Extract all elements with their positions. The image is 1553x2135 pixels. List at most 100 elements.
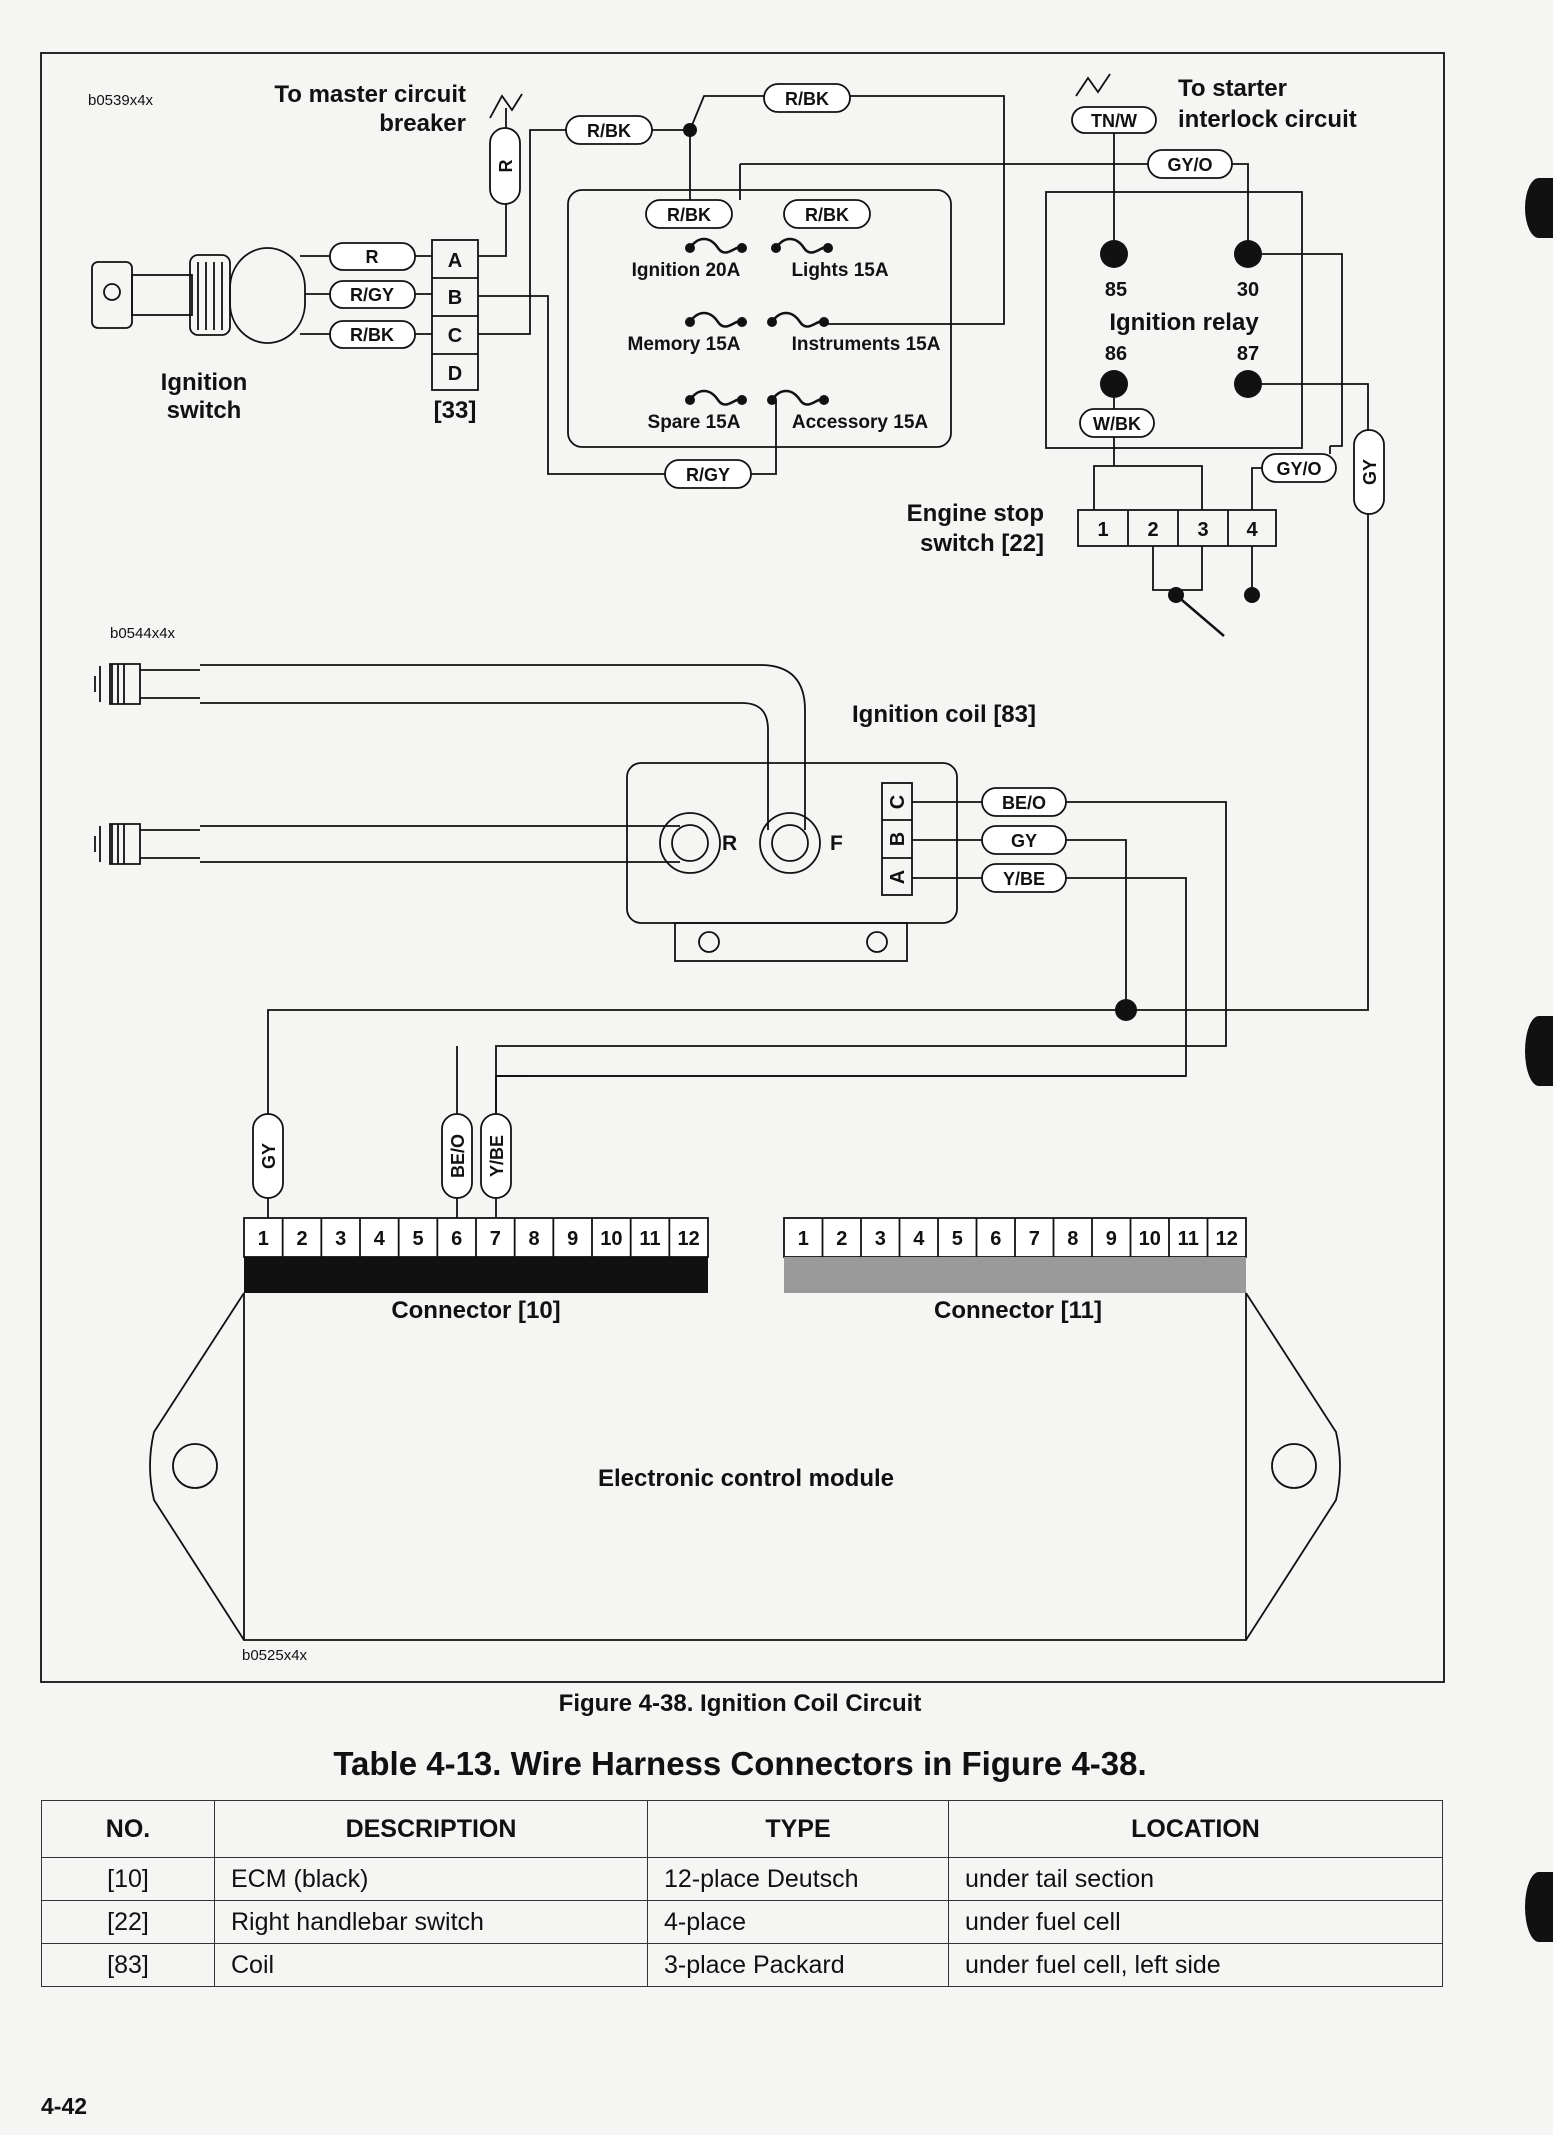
table-cell: [22] (41, 1900, 215, 1944)
table-cell: ECM (black) (214, 1857, 648, 1901)
ecm-label: Electronic control module (598, 1465, 894, 1492)
connector-pin-number: 9 (1106, 1228, 1117, 1250)
binding-tab (1525, 1016, 1553, 1086)
fuse-label: Spare 15A (648, 412, 741, 433)
column-header: TYPE (647, 1800, 949, 1858)
fuse-label: Ignition 20A (632, 260, 741, 281)
connector-10-body (244, 1257, 708, 1293)
fuse-icon (767, 389, 829, 406)
wire-label: R/GY (686, 465, 730, 485)
engine-stop-label: switch [22] (920, 530, 1044, 557)
binding-tab (1525, 1872, 1553, 1942)
fuse-label: Instruments 15A (792, 334, 941, 355)
wire-label: GY/O (1167, 155, 1212, 175)
connector-pin-number: 2 (296, 1228, 307, 1250)
fuse-label: Memory 15A (628, 334, 741, 355)
engine-stop-label: Engine stop (907, 500, 1044, 527)
table-cell: 3-place Packard (647, 1943, 949, 1987)
connector-pin-number: 7 (1029, 1228, 1040, 1250)
binding-tab (1525, 178, 1553, 238)
svg-text:A: A (448, 250, 462, 272)
wire-label: R/BK (785, 89, 829, 109)
svg-text:86: 86 (1105, 343, 1127, 365)
table-cell: Coil (214, 1943, 648, 1987)
wire-label: W/BK (1093, 414, 1141, 434)
coil-terminal-f: F (830, 832, 843, 855)
figure-frame (40, 52, 1445, 1683)
master-breaker-label: To master circuit (274, 81, 466, 108)
break-mark (489, 93, 523, 119)
coil-terminal-r: R (722, 832, 737, 855)
table-cell: under tail section (948, 1857, 1443, 1901)
relay-terminal (1100, 240, 1128, 268)
connector-pin-number: 1 (258, 1228, 269, 1250)
connector-pin-number: 5 (952, 1228, 963, 1250)
wire-label: R/BK (667, 205, 711, 225)
starter-interlock-label: interlock circuit (1178, 106, 1357, 133)
svg-text:4: 4 (1246, 519, 1258, 541)
ignition-switch-label: switch (167, 397, 242, 424)
svg-text:B: B (887, 832, 909, 846)
ref-code: b0539x4x (88, 92, 154, 109)
connector-pin-number: 10 (1139, 1228, 1161, 1250)
svg-text:D: D (448, 363, 462, 385)
wire-label: R/BK (350, 325, 394, 345)
connector-pin-number: 3 (875, 1228, 886, 1250)
table-cell: under fuel cell, left side (948, 1943, 1443, 1987)
page-number: 4-42 (41, 2093, 88, 2119)
connector-pin-number: 12 (1216, 1228, 1238, 1250)
column-header: LOCATION (948, 1800, 1443, 1858)
table-header-row: NO. DESCRIPTION TYPE LOCATION (41, 1800, 1443, 1858)
wire-label: GY/O (1276, 459, 1321, 479)
spark-plug-cable-icon (94, 663, 806, 830)
table-cell: 12-place Deutsch (647, 1857, 949, 1901)
fuse-icon (767, 311, 829, 328)
column-header: NO. (41, 1800, 215, 1858)
fuse-block (567, 189, 952, 448)
ref-code: b0525x4x (242, 1647, 308, 1664)
ignition-coil-body (626, 762, 958, 962)
wire-label: BE/O (448, 1134, 468, 1178)
wire-label: R/BK (587, 121, 631, 141)
svg-text:85: 85 (1105, 279, 1127, 301)
fuse-label: Lights 15A (791, 260, 888, 281)
wire-label: R (496, 160, 516, 173)
ignition-switch-connector: A B C D (431, 239, 479, 391)
ignition-coil-circuit-diagram: .ln { fill:none; stroke:#111; stroke-wid… (40, 52, 1445, 1683)
connector-pin-number: 1 (798, 1228, 809, 1250)
table-cell: [10] (41, 1857, 215, 1901)
wire-label: TN/W (1091, 111, 1137, 131)
ignition-coil-label: Ignition coil [83] (852, 701, 1036, 728)
svg-text:2: 2 (1147, 519, 1158, 541)
connector-pin-number: 6 (990, 1228, 1001, 1250)
table-cell: 4-place (647, 1900, 949, 1944)
connector-pin-number: 8 (528, 1228, 539, 1250)
wire-label: GY (1011, 831, 1037, 851)
connector-pin-number: 6 (451, 1228, 462, 1250)
connector-pin-number: 7 (490, 1228, 501, 1250)
connector-11-label: Connector [11] (934, 1297, 1102, 1324)
table-row: [83] Coil 3-place Packard under fuel cel… (41, 1943, 1443, 1987)
column-header: DESCRIPTION (214, 1800, 648, 1858)
figure-caption: Figure 4-38. Ignition Coil Circuit (558, 1690, 922, 1717)
fuse-label: Accessory 15A (792, 412, 929, 433)
ignition-switch-label: Ignition (161, 369, 248, 396)
svg-text:C: C (448, 325, 462, 347)
wire-harness-table: NO. DESCRIPTION TYPE LOCATION [10] ECM (… (41, 1800, 1443, 1987)
connector-33-label: [33] (434, 397, 477, 424)
connector-pin-number: 9 (567, 1228, 578, 1250)
table-cell: under fuel cell (948, 1900, 1443, 1944)
wire-label: GY (259, 1143, 279, 1169)
master-breaker-label: breaker (379, 110, 466, 137)
table-row: [10] ECM (black) 12-place Deutsch under … (41, 1857, 1443, 1901)
wire-label: R (366, 247, 379, 267)
wire-label: GY (1360, 459, 1380, 485)
wire-label: BE/O (1002, 793, 1046, 813)
fuse-icon (685, 389, 747, 406)
svg-text:87: 87 (1237, 343, 1259, 365)
connector-10-label: Connector [10] (391, 1297, 560, 1324)
connector-11-body (784, 1257, 1246, 1293)
svg-text:B: B (448, 287, 462, 309)
